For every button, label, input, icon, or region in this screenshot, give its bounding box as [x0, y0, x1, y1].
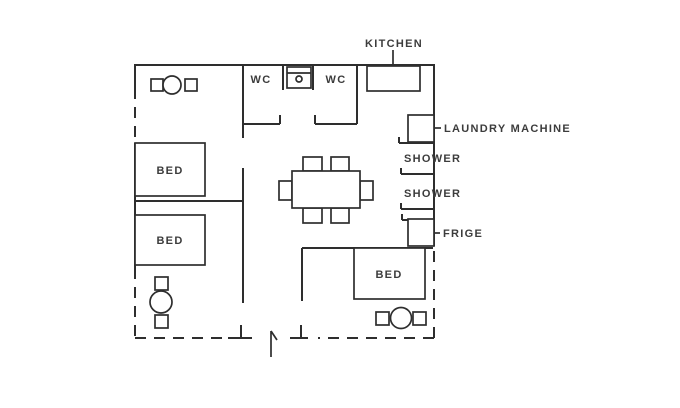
shower-lower-label: SHOWER: [404, 188, 461, 200]
cafe-table-bottom-left: [149, 276, 173, 329]
entry-door-leaf-icon: [270, 330, 278, 357]
wall-sink-icon: [286, 66, 312, 89]
shower-stall-lower-line: [400, 203, 434, 210]
shower-upper-label: SHOWER: [404, 153, 461, 165]
bed-right-label: BED: [375, 269, 402, 281]
bed-right: [353, 247, 426, 300]
outer-wall-solid-top-right: [134, 64, 435, 246]
stool-bottom: [154, 314, 169, 329]
laundry-machine-box: [407, 114, 435, 143]
bed-lower-left-label: BED: [156, 235, 183, 247]
shower-stall-upper-line: [400, 168, 434, 175]
round-table: [389, 306, 413, 330]
wc-right-south-wall-door: [314, 115, 357, 125]
fridge-nook-door-line: [401, 214, 408, 221]
bed-upper-left-label: BED: [156, 165, 183, 177]
round-table: [149, 290, 173, 314]
fridge-label: FRIGE: [443, 228, 483, 240]
bed-upper-left: [134, 142, 206, 197]
dining-chair-bottom-right: [330, 207, 350, 224]
sink-drain-icon: [295, 75, 303, 83]
stool-left: [375, 311, 390, 326]
cafe-table-bottom-right: [375, 306, 427, 330]
dining-table-set: [278, 156, 374, 224]
entry-door-jamb-left: [228, 325, 252, 339]
wc-left-south-wall-door: [243, 115, 281, 125]
kitchen-label: KITCHEN: [365, 38, 423, 50]
stool-left: [150, 78, 164, 92]
round-table: [162, 75, 182, 95]
dining-table: [291, 170, 361, 209]
bed-lower-left: [134, 214, 206, 266]
wc-right-label: WC: [326, 74, 347, 86]
stool-right: [184, 78, 198, 92]
dining-chair-right: [359, 180, 374, 201]
stool-right: [412, 311, 427, 326]
sink-basin: [286, 66, 312, 89]
cafe-table-top-left: [150, 75, 198, 95]
wc-left-label: WC: [251, 74, 272, 86]
fridge-box: [407, 218, 435, 247]
kitchen-counter: [366, 65, 421, 92]
stool-top: [154, 276, 169, 291]
laundry-nook-door-line: [398, 137, 434, 144]
dining-chair-top-right: [330, 156, 350, 172]
entry-door-jamb-right: [290, 325, 308, 339]
dining-chair-left: [278, 180, 293, 201]
dining-chair-bottom-left: [302, 207, 323, 224]
laundry-machine-label: LAUNDRY MACHINE: [444, 123, 571, 135]
dining-chair-top-left: [302, 156, 323, 172]
